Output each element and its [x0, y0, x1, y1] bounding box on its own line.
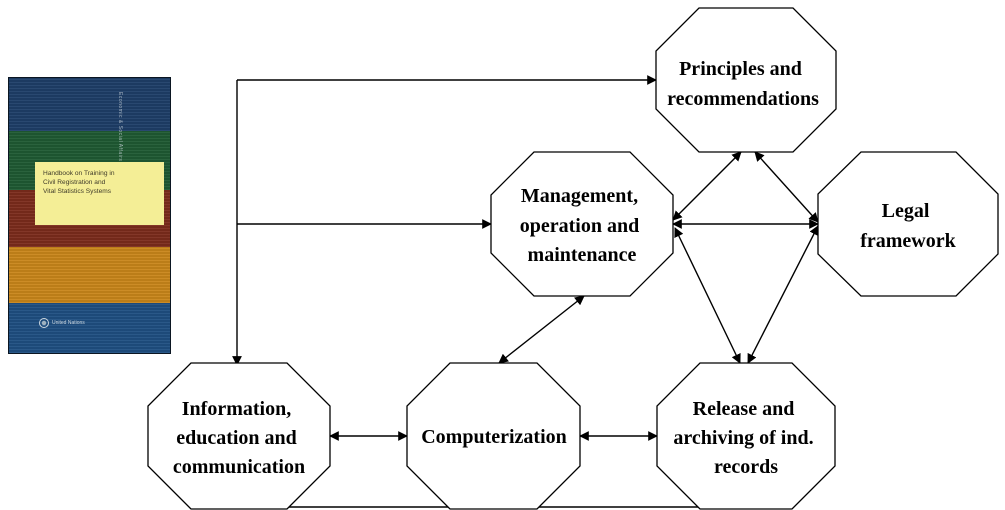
node-release: Release and archiving of ind. records [656, 362, 836, 510]
node-information-label: Information, education and communication [173, 398, 305, 478]
connector-management-computerization [498, 295, 585, 364]
node-information-line: communication [173, 456, 305, 478]
node-management-label: Management, operation and maintenance [520, 185, 644, 266]
node-management: Management, operation and maintenance [490, 151, 674, 297]
node-release-line: archiving of ind. [673, 427, 813, 449]
node-legal: Legal framework [817, 151, 999, 297]
node-information-shape [147, 362, 331, 510]
cover-title-line: Handbook on Training in [43, 170, 115, 177]
node-information: Information, education and communication [147, 362, 331, 510]
un-emblem-icon [39, 318, 49, 328]
cover-band-blue-bottom [9, 303, 170, 353]
node-legal-line: framework [860, 230, 956, 252]
cover-title-label: Handbook on Training in Civil Registrati… [35, 162, 164, 225]
node-release-label: Release and archiving of ind. records [673, 398, 818, 478]
cover-band-blue [9, 78, 170, 131]
connector-legal-release [747, 225, 819, 364]
cover-title-line: Civil Registration and [43, 179, 106, 186]
node-computerization-line: Computerization [421, 426, 567, 448]
connectors [232, 75, 819, 508]
node-principles-label: Principles and recommendations [667, 58, 819, 110]
cover-title-line: Vital Statistics Systems [43, 188, 112, 195]
node-principles-line: recommendations [667, 88, 819, 110]
node-information-line: education and [176, 427, 297, 449]
node-principles-shape [655, 7, 837, 153]
cover-publisher-name: United Nations [52, 320, 85, 326]
node-legal-label: Legal framework [860, 200, 956, 252]
node-management-line: maintenance [528, 244, 637, 266]
node-legal-line: Legal [882, 200, 930, 222]
node-management-line: operation and [520, 215, 639, 237]
node-management-shape [490, 151, 674, 297]
connector-management-principles [672, 151, 742, 221]
node-release-shape [656, 362, 836, 510]
node-release-line: Release and [693, 398, 795, 420]
connector-management-release [674, 227, 741, 364]
handbook-cover-image: Economic & Social Affairs Handbook on Tr… [9, 78, 170, 353]
node-computerization-label: Computerization [421, 426, 567, 448]
node-principles: Principles and recommendations [655, 7, 837, 153]
node-release-line: records [714, 456, 778, 478]
cover-band-orange [9, 247, 170, 303]
node-legal-shape [817, 151, 999, 297]
cover-publisher-mark: United Nations [39, 318, 85, 328]
node-computerization: Computerization [406, 362, 581, 510]
node-computerization-shape [406, 362, 581, 510]
node-management-line: Management, [521, 185, 638, 207]
node-information-line: Information, [182, 398, 291, 420]
node-principles-line: Principles and [679, 58, 802, 80]
connector-principles-legal [754, 151, 819, 223]
